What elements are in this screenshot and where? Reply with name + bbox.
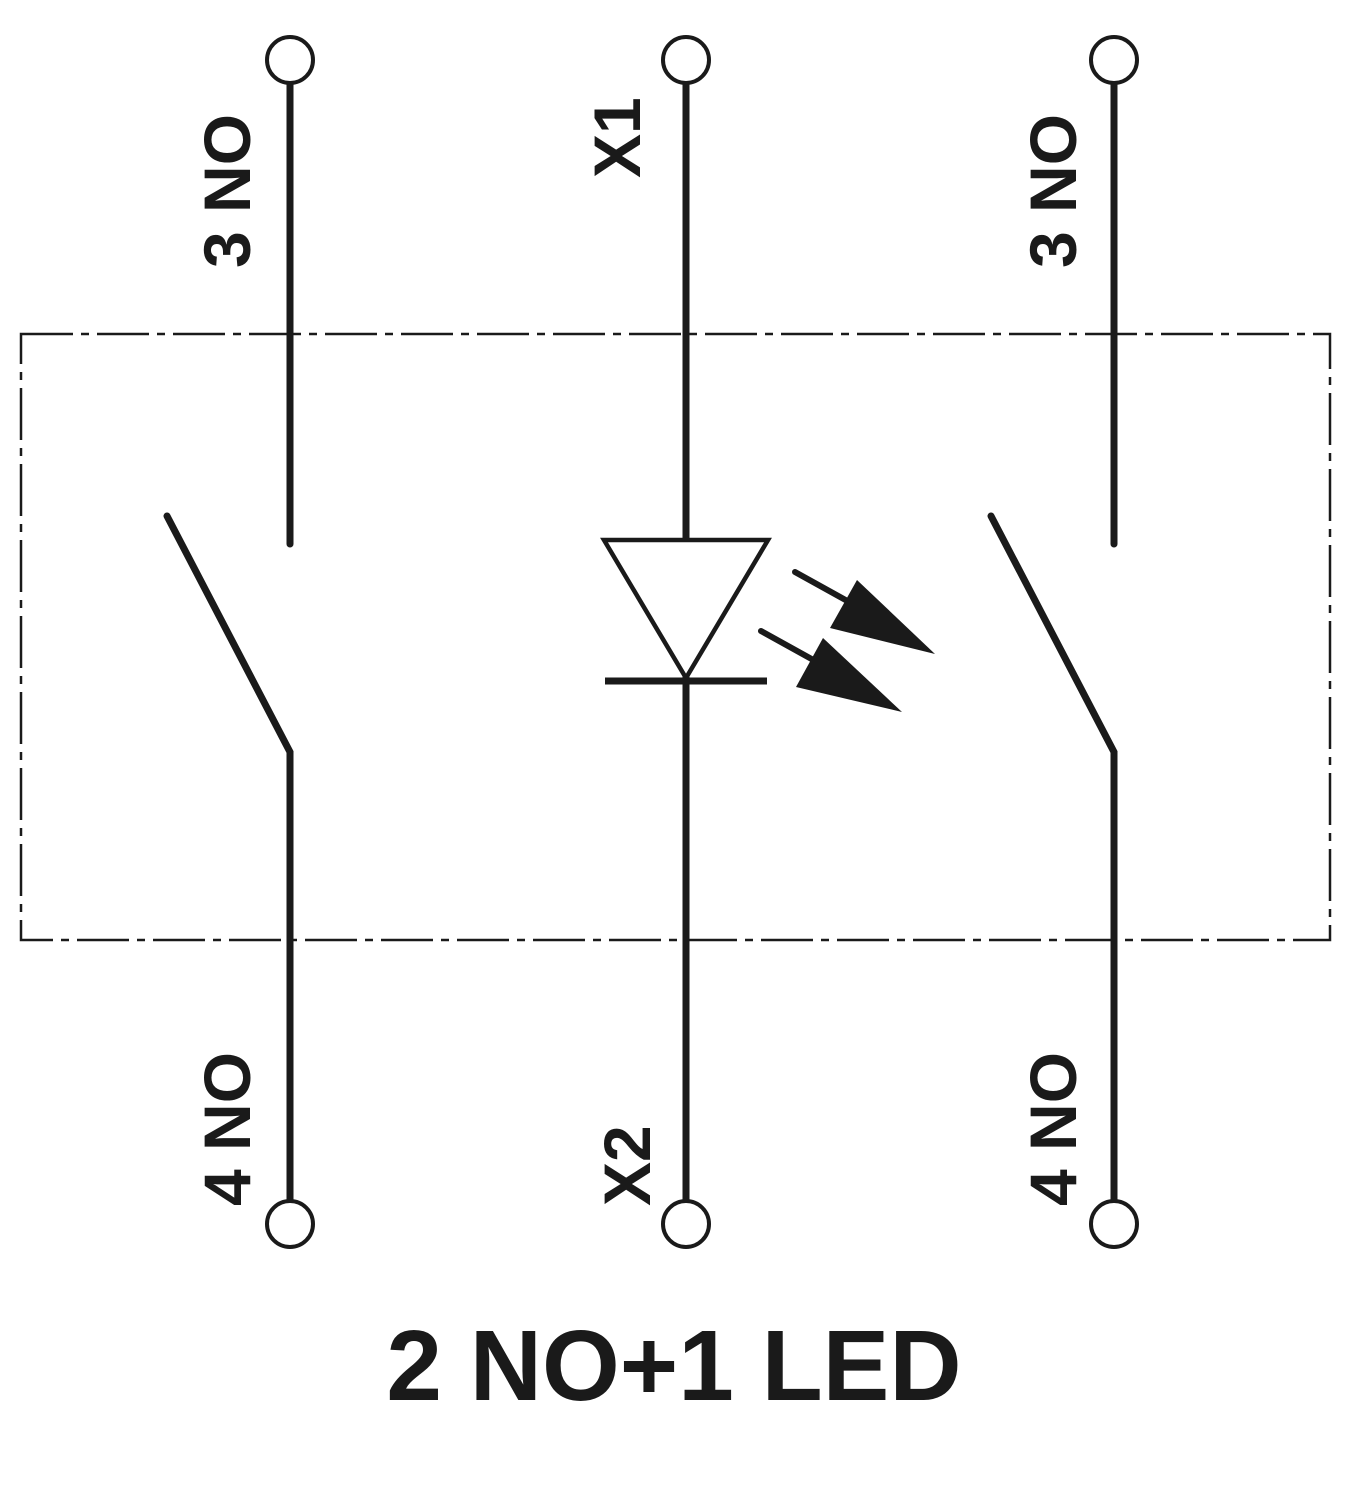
right-top-terminal [1089, 35, 1139, 85]
diode-triangle [600, 537, 772, 683]
left-no-contact [163, 35, 315, 1249]
left-top-terminal [265, 35, 315, 85]
emission-arrow-icon [796, 638, 902, 712]
label-center-bottom: X2 [590, 1125, 664, 1206]
left-switch-blade [163, 512, 294, 1204]
label-right-bottom: 4 NO [1016, 1052, 1090, 1206]
right-bottom-terminal [1089, 1199, 1139, 1249]
emission-arrow-icon [830, 580, 935, 654]
label-left-bottom: 4 NO [190, 1052, 264, 1206]
left-bottom-terminal [265, 1199, 315, 1249]
center-bottom-terminal [661, 1199, 711, 1249]
label-left-top: 3 NO [190, 114, 264, 268]
right-switch-blade [987, 512, 1118, 1204]
label-right-top: 3 NO [1016, 114, 1090, 268]
housing-boundary [19, 332, 1332, 942]
label-center-top: X1 [580, 97, 654, 178]
led-element [600, 35, 935, 1249]
diagram-caption: 2 NO+1 LED [386, 1310, 961, 1422]
right-no-contact [987, 35, 1139, 1249]
center-top-terminal [661, 35, 711, 85]
